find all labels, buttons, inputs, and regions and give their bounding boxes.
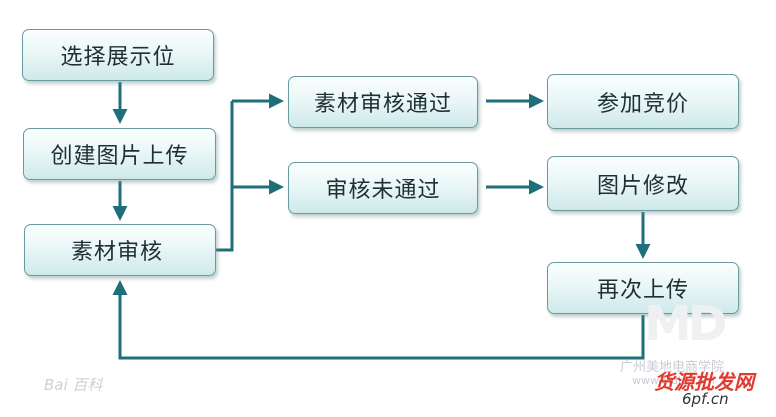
watermark-url: 6pf.cn [682,390,729,408]
node-upload-again: 再次上传 [547,262,739,314]
node-label: 素材审核 [71,240,164,265]
edge-n8-n3 [112,280,645,360]
node-create-image-upload: 创建图片上传 [23,128,216,180]
watermark-logo: MD [644,296,728,352]
node-label: 创建图片上传 [50,144,189,169]
node-select-placement: 选择展示位 [22,29,214,81]
node-review-passed: 素材审核通过 [288,76,478,128]
node-label: 图片修改 [596,173,689,199]
node-material-review: 素材审核 [24,224,216,276]
watermark-site: www.Mdie.com [632,374,715,387]
watermark-baidu: Bai 百科 [44,376,103,394]
watermark-school: 广州美地电商学院 [620,360,725,375]
node-label: 参加竞价 [596,91,689,117]
edge-n3-branch [216,101,234,252]
node-modify-image: 图片修改 [547,156,739,211]
node-join-bidding: 参加竞价 [547,74,739,129]
node-review-failed: 审核未通过 [288,162,478,214]
node-label: 审核未通过 [325,178,441,203]
node-label: 选择展示位 [60,45,176,70]
watermark-brand: 货源批发网 [654,370,754,394]
node-label: 再次上传 [596,278,689,303]
node-label: 素材审核通过 [313,92,452,117]
